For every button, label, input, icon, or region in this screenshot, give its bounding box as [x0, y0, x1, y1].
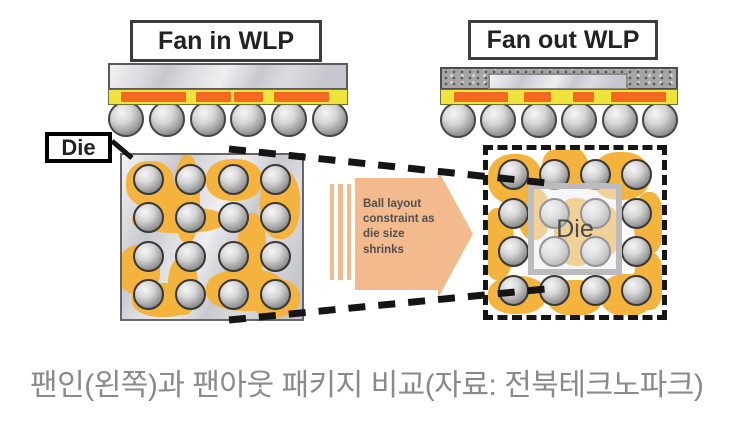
fan-out-package-outline: Die [483, 145, 667, 320]
solder-ball [217, 163, 249, 195]
arrow-speed-line [347, 184, 351, 280]
fan-out-title: Fan out WLP [486, 25, 640, 54]
copper-trace [196, 92, 231, 102]
fan-out-die-label: Die [556, 214, 594, 243]
fan-out-die-outline: Die [528, 183, 622, 275]
arrow-speed-line [330, 184, 334, 280]
copper-trace [573, 92, 594, 102]
copper-trace [524, 92, 551, 102]
solder-ball [260, 163, 292, 195]
die-callout-label: Die [61, 134, 96, 160]
solder-ball [601, 102, 638, 138]
die-callout-box: Die [45, 132, 112, 163]
copper-trace [454, 92, 508, 102]
solder-ball [260, 279, 292, 311]
solder-ball [520, 102, 557, 138]
solder-ball [580, 275, 611, 307]
figure-caption: 팬인(왼쪽)과 팬아웃 패키지 비교(자료: 전북테크노파크) [30, 369, 704, 402]
copper-trace [611, 92, 666, 102]
solder-ball [440, 102, 476, 138]
copper-trace [121, 92, 186, 102]
solder-ball [217, 202, 249, 234]
solder-ball [189, 101, 226, 137]
solder-ball [260, 240, 292, 272]
solder-ball [175, 163, 207, 195]
solder-ball [539, 275, 570, 307]
solder-ball [480, 102, 517, 138]
fan-in-title: Fan in WLP [157, 26, 295, 55]
solder-ball [108, 101, 144, 137]
solder-ball [498, 197, 529, 229]
solder-ball [271, 101, 308, 137]
copper-trace [234, 92, 263, 102]
solder-ball [561, 102, 598, 138]
arrow-note: Ball layout constraint as die size shrin… [363, 198, 435, 256]
fan-in-plan-view [120, 153, 304, 321]
solder-ball [175, 279, 207, 311]
solder-ball [217, 279, 249, 311]
solder-ball [621, 236, 652, 268]
solder-ball [175, 202, 207, 234]
fan-in-die-slab [108, 63, 348, 90]
solder-ball [132, 163, 164, 195]
solder-ball [132, 202, 164, 234]
solder-ball [175, 240, 207, 272]
solder-ball [311, 101, 348, 137]
solder-ball [230, 101, 267, 137]
solder-ball [148, 101, 185, 137]
fan-in-title-box: Fan in WLP [130, 20, 322, 62]
fan-out-ball-row [440, 102, 678, 138]
solder-ball [132, 279, 164, 311]
solder-ball [621, 197, 652, 229]
arrow-speed-line [338, 184, 343, 280]
solder-ball [621, 275, 652, 307]
fan-out-rdl-strip [440, 89, 678, 105]
solder-ball [132, 240, 164, 272]
solder-ball [498, 158, 529, 190]
copper-trace [274, 92, 329, 102]
fan-out-embedded-die [488, 73, 628, 90]
solder-ball [498, 236, 529, 268]
solder-ball [217, 240, 249, 272]
fan-in-rdl-strip [108, 89, 348, 105]
solder-ball [498, 275, 529, 307]
solder-ball [621, 158, 652, 190]
fan-out-title-box: Fan out WLP [468, 20, 658, 60]
fan-in-ball-row [108, 101, 348, 137]
fan-in-ball-grid [127, 160, 297, 314]
solder-ball [641, 102, 678, 138]
solder-ball [260, 202, 292, 234]
